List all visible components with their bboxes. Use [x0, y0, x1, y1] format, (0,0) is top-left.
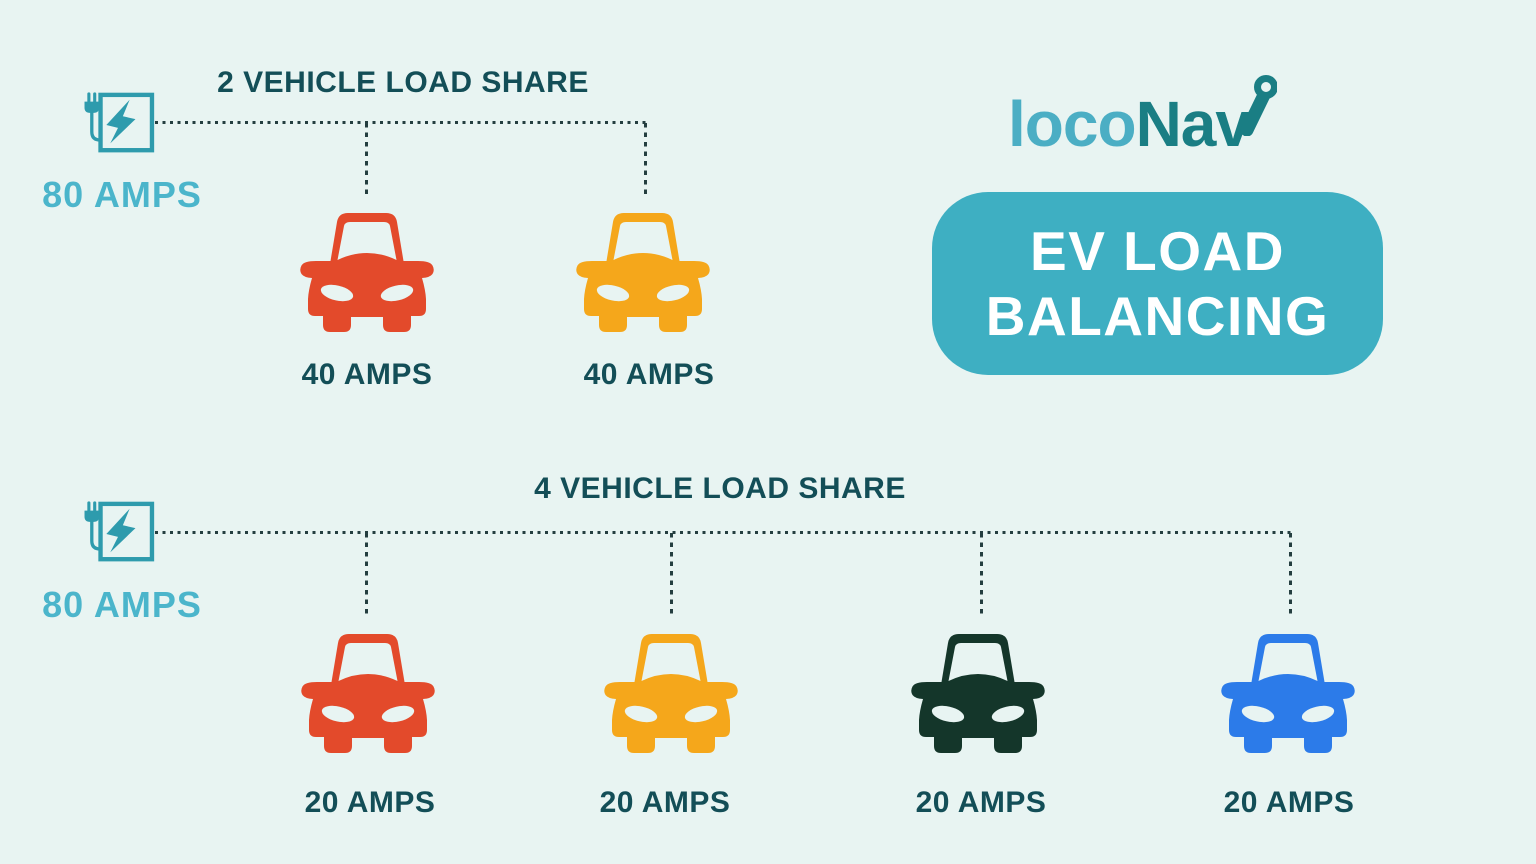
banner-title-line1: EV LOAD: [1030, 220, 1285, 283]
vehicle-amps-label: 20 AMPS: [304, 786, 436, 819]
source-amps-label: 80 AMPS: [42, 584, 202, 625]
vehicle-amps-label: 20 AMPS: [599, 786, 731, 819]
logo-text-nav: Nav: [1135, 88, 1251, 160]
car-icon: [903, 627, 1053, 757]
vehicle-amps-label: 20 AMPS: [1223, 786, 1355, 819]
car-icon: [292, 206, 442, 336]
logo-text-loco: loco: [1008, 88, 1137, 160]
load-share-line-horizontal: [155, 531, 1292, 534]
car-icon: [293, 627, 443, 757]
ev-charger-icon: [80, 91, 156, 157]
load-share-drop-line: [670, 533, 673, 618]
ev-load-balancing-banner: EV LOAD BALANCING: [932, 192, 1383, 375]
vehicle-amps-label: 40 AMPS: [583, 358, 715, 391]
vehicle-amps-label: 20 AMPS: [915, 786, 1047, 819]
section-2-title: 4 VEHICLE LOAD SHARE: [534, 472, 906, 505]
car-icon: [1213, 627, 1363, 757]
car-icon: [596, 627, 746, 757]
load-share-drop-line: [365, 123, 368, 197]
section-1-title: 2 VEHICLE LOAD SHARE: [217, 66, 589, 99]
banner-title-line2: BALANCING: [985, 284, 1330, 347]
load-share-line-horizontal: [155, 121, 647, 124]
vehicle-amps-label: 40 AMPS: [301, 358, 433, 391]
load-share-drop-line: [644, 123, 647, 197]
load-share-drop-line: [365, 533, 368, 618]
car-icon: [568, 206, 718, 336]
load-share-drop-line: [980, 533, 983, 618]
load-share-drop-line: [1289, 533, 1292, 618]
logo-pin-icon: [1237, 74, 1277, 136]
ev-charger-icon: [80, 500, 156, 566]
source-amps-label: 80 AMPS: [42, 174, 202, 215]
